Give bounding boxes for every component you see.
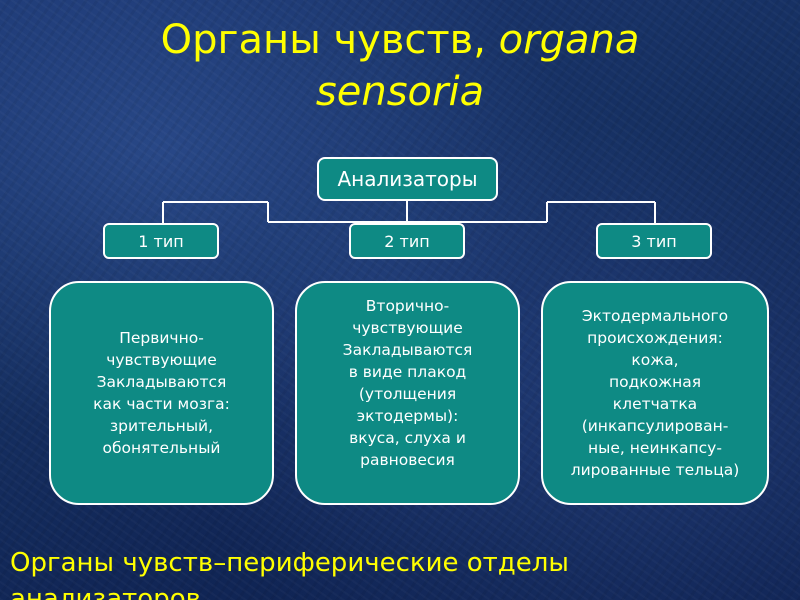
- description-box-2: Вторично- чувствующие Закладываются в ви…: [295, 281, 520, 505]
- root-box-analyzers: Анализаторы: [317, 157, 498, 201]
- title-latin-2: sensoria: [315, 69, 485, 115]
- description-3-line: лированные тельца): [570, 461, 740, 479]
- title-russian: Органы чувств,: [160, 17, 499, 63]
- description-2-line: Вторично-: [365, 297, 450, 315]
- title-line-1: Органы чувств, organa: [0, 16, 800, 64]
- description-2-lines: Вторично- чувствующие Закладываются в ви…: [343, 295, 473, 471]
- description-3-line: кожа,: [631, 351, 679, 369]
- description-2-line: в виде плакод: [348, 363, 467, 381]
- footer-line-2: анализаторов: [10, 584, 201, 600]
- title-latin-1: organa: [498, 17, 640, 63]
- description-3-line: Эктодермального: [581, 307, 729, 325]
- description-1-line: Первично-: [119, 329, 204, 347]
- description-3-line: клетчатка: [612, 395, 698, 413]
- description-2-line: Закладываются: [342, 341, 473, 359]
- description-box-3: Эктодермального происхождения: кожа, под…: [541, 281, 769, 505]
- description-3-line: (инкапсулирован-: [581, 417, 729, 435]
- description-1-line: обонятельный: [102, 439, 221, 457]
- description-2-line: чувствующие: [352, 319, 463, 337]
- type-box-1: 1 тип: [103, 223, 219, 259]
- description-box-1: Первично- чувствующие Закладываются как …: [49, 281, 274, 505]
- description-1-lines: Первично- чувствующие Закладываются как …: [93, 327, 230, 459]
- type-box-2: 2 тип: [349, 223, 465, 259]
- description-3-line: подкожная: [608, 373, 702, 391]
- description-3-line: ные, неинкапсу-: [588, 439, 722, 457]
- description-2-line: (утолщения: [358, 385, 457, 403]
- description-1-line: зрительный,: [109, 417, 214, 435]
- description-2-line: равновесия: [360, 451, 455, 469]
- footer-caption: Органы чувств–периферические отделы анал…: [10, 545, 790, 600]
- description-2-line: вкуса, слуха и: [349, 429, 466, 447]
- description-1-line: как части мозга:: [93, 395, 230, 413]
- description-2-line: эктодермы):: [356, 407, 459, 425]
- type-box-3: 3 тип: [596, 223, 712, 259]
- description-3-line: происхождения:: [587, 329, 723, 347]
- description-1-line: чувствующие: [106, 351, 217, 369]
- footer-line-1: Органы чувств–периферические отделы: [10, 548, 569, 578]
- page-title: Органы чувств, organa sensoria: [0, 16, 800, 116]
- description-1-line: Закладываются: [96, 373, 227, 391]
- description-3-lines: Эктодермального происхождения: кожа, под…: [571, 305, 740, 481]
